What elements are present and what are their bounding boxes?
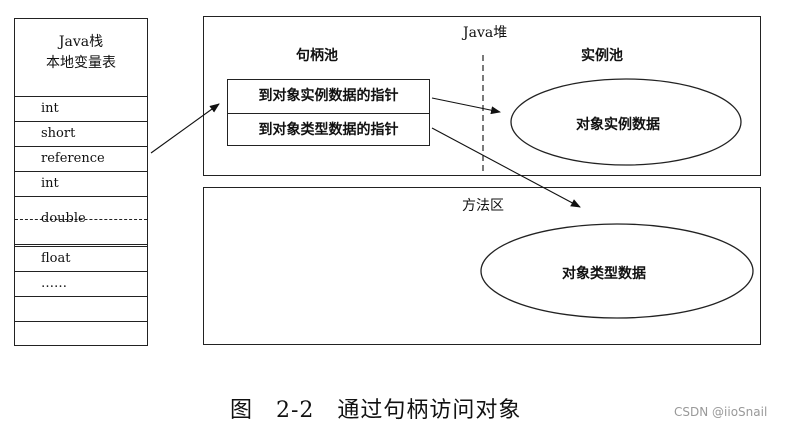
instance-pool-label: 实例池 bbox=[581, 48, 623, 64]
method-area-region bbox=[203, 187, 761, 345]
double-divider-dashed bbox=[15, 219, 147, 220]
csdn-watermark: CSDN @iioSnail bbox=[674, 405, 768, 419]
java-stack-title: Java栈 本地变量表 bbox=[15, 19, 147, 97]
java-heap-title: Java堆 bbox=[463, 25, 508, 41]
stack-slot-empty-2 bbox=[15, 296, 147, 321]
instance-data-label: 对象实例数据 bbox=[576, 117, 660, 133]
handle-pool-entry: 到对象实例数据的指针 到对象类型数据的指针 bbox=[227, 79, 430, 146]
java-stack-table: Java栈 本地变量表 int short reference int doub… bbox=[14, 18, 148, 346]
stack-slot-empty bbox=[15, 244, 147, 269]
method-area-title: 方法区 bbox=[462, 198, 504, 214]
stack-slot-int-2: int bbox=[15, 171, 147, 196]
stack-slot-double: double bbox=[41, 211, 86, 226]
stack-slot-float: float bbox=[15, 246, 147, 271]
java-stack-title-line1: Java栈 bbox=[58, 34, 104, 50]
handle-to-type-arrow bbox=[431, 127, 581, 208]
java-heap-region bbox=[203, 16, 761, 176]
local-variable-table-title: 本地变量表 bbox=[46, 55, 116, 71]
stack-slot-int: int bbox=[15, 96, 147, 121]
type-data-ellipse bbox=[480, 223, 754, 319]
type-data-label: 对象类型数据 bbox=[562, 266, 646, 282]
stack-slot-empty-3 bbox=[15, 321, 147, 346]
instance-data-ellipse bbox=[510, 78, 742, 166]
handle-pool-label: 句柄池 bbox=[296, 48, 338, 64]
stack-slot-double-top bbox=[15, 196, 147, 220]
stack-slot-reference: reference bbox=[15, 146, 147, 171]
reference-to-handle-arrow bbox=[150, 103, 220, 154]
stack-slot-ellipsis: …… bbox=[15, 271, 147, 296]
instance-data-pointer: 到对象实例数据的指针 bbox=[258, 88, 399, 104]
type-data-pointer: 到对象类型数据的指针 bbox=[228, 113, 429, 147]
stack-slot-short: short bbox=[15, 121, 147, 146]
handle-to-instance-arrow bbox=[431, 97, 501, 115]
figure-caption: 图 2-2 通过句柄访问对象 bbox=[230, 398, 522, 423]
